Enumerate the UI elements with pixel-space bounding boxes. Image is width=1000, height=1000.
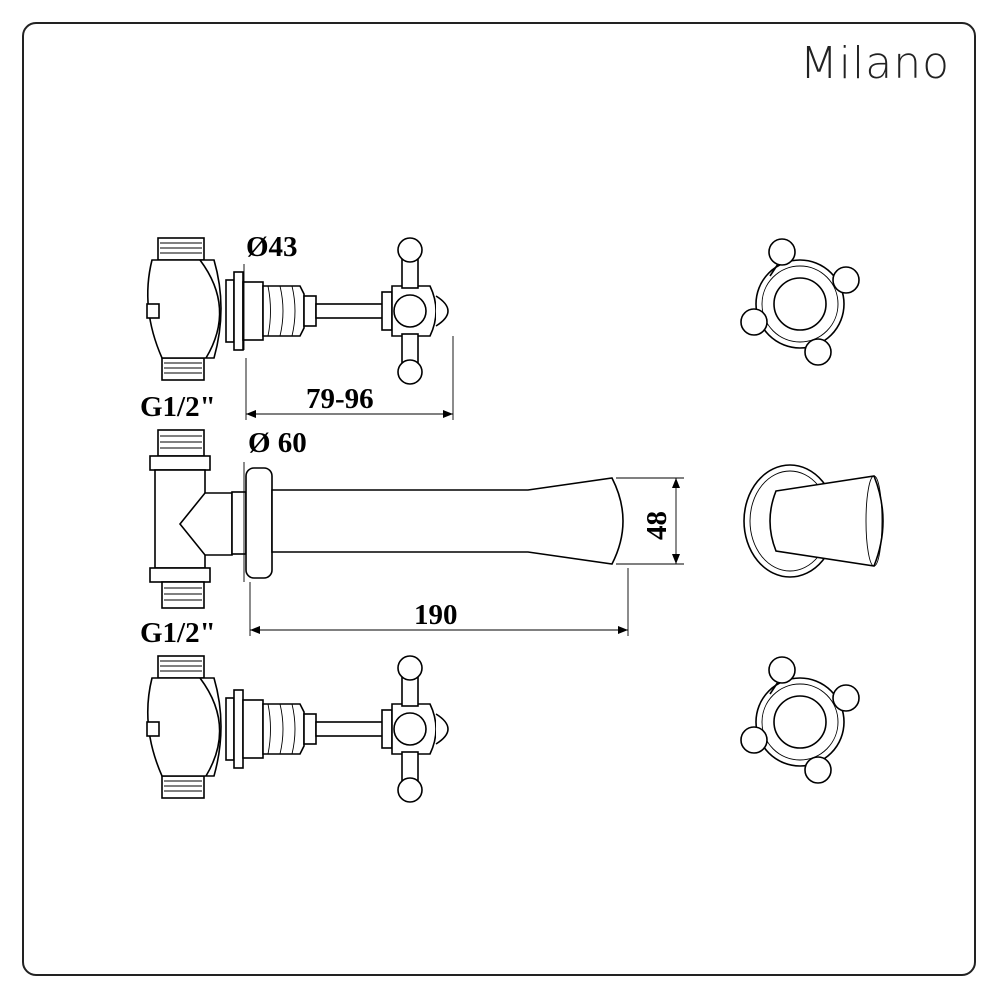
- spout-diameter-label: Ø 60: [248, 427, 307, 459]
- spout-side-view: [149, 429, 624, 609]
- brand-logo: Milano: [799, 38, 950, 89]
- dimension-lines: [243, 264, 684, 636]
- handle-projection-label: 79-96: [306, 383, 374, 415]
- spout-height-label: 48: [641, 511, 673, 540]
- bottom-valve-side-view: [146, 655, 449, 803]
- spout-length-label: 190: [414, 599, 458, 631]
- thread-label-top: G1/2": [140, 391, 216, 423]
- top-valve-front-view: [740, 238, 860, 366]
- handle-diameter-label: Ø43: [246, 231, 298, 263]
- thread-label-bottom: G1/2": [140, 617, 216, 649]
- bottom-valve-front-view: [740, 656, 860, 784]
- spout-front-view: [743, 464, 884, 578]
